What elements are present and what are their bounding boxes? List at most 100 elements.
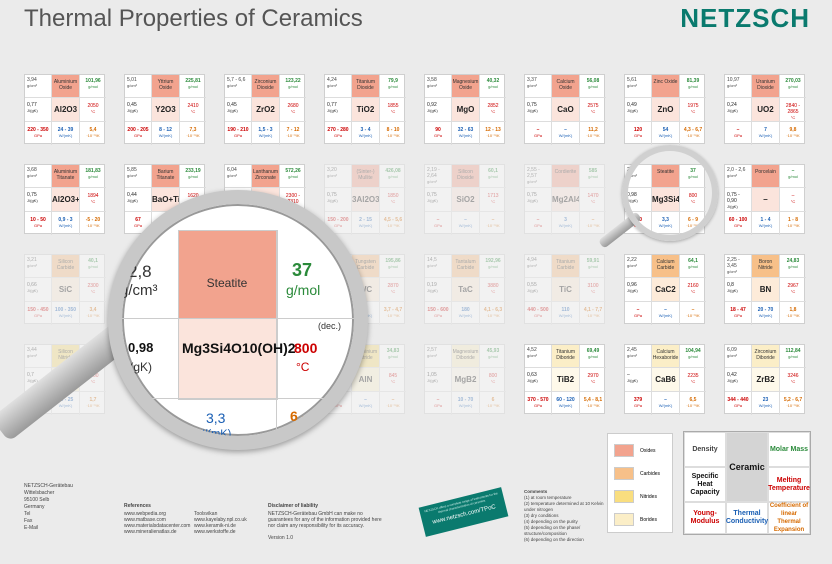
card-heat-capacity-unit: J/(gK) (727, 378, 738, 383)
card-young-modulus-value: 220 - 350 (27, 127, 49, 133)
card-molar-mass-unit: g/mol (388, 354, 398, 359)
card-name-value: Silicon Dioxide (457, 169, 474, 181)
card-thermal-expansion: 4,3 - 6,7·10⁻⁶/K (679, 122, 706, 145)
card-thermal-expansion-unit: ·10⁻⁶/K (686, 403, 700, 408)
card-thermal-conductivity-value: 100 - 350 (54, 307, 77, 313)
card-formula-value: TiO2 (356, 105, 375, 114)
card-young-modulus-value: 370 - 570 (527, 397, 549, 403)
card-young-modulus-unit: GPa (533, 403, 542, 408)
magnifier-lens: 2,8 g/cm³ Steatite 37 g/mol (dec.) 0,98 … (108, 190, 368, 450)
card-thermal-expansion-value: 4,5 - 5,6 (383, 217, 403, 223)
url-banner[interactable]: NETZSCH offers a complete range of instr… (418, 487, 509, 537)
card-thermal-conductivity-unit: W/(mK) (658, 133, 673, 138)
card-thermal-conductivity-unit: W/(mK) (358, 133, 373, 138)
card-thermal-conductivity-unit: W/(mK) (558, 313, 573, 318)
card-thermal-expansion-unit: ·10⁻⁶/K (386, 403, 400, 408)
card-molar-mass-unit: g/mol (188, 84, 198, 89)
card-name-value: Titanium Diboride (556, 349, 575, 361)
card-name-value: Boron Nitride (758, 259, 773, 271)
mag-density: 2,8 (128, 262, 152, 281)
card-thermal-expansion-value: 8 - 10 (386, 127, 400, 133)
card-melting-temp-value: – (791, 193, 795, 199)
key-center: Ceramic (726, 432, 768, 502)
card-name-value: Aluminium Oxide (53, 79, 78, 91)
card-formula-value: ZrO2 (256, 105, 275, 114)
card-molar-mass-value: 69,49 (586, 348, 600, 354)
card-thermal-expansion-value: 6,5 (689, 397, 697, 403)
card-density-unit: g/cm³ (627, 353, 637, 358)
card-formula: TiC (552, 278, 579, 302)
disclaimer-title: Disclaimer of liability (268, 503, 319, 509)
card-young-modulus-unit: GPa (733, 133, 742, 138)
address-line: E-Mail (24, 525, 39, 531)
card-density-unit: g/cm³ (327, 173, 337, 178)
card-formula-value: MgB2 (454, 375, 477, 384)
card-young-modulus-value: – (436, 217, 440, 223)
card-heat-capacity-value: 0,77 (27, 102, 37, 108)
card-heat-capacity-value: 0,19 (427, 282, 437, 288)
card-thermal-expansion-value: 3,4 (89, 307, 97, 313)
address-block: NETZSCH-Gerätebau Wittelsbacher 95100 Se… (24, 483, 73, 532)
card-thermal-conductivity-value: 180 (461, 307, 470, 313)
card-heat-capacity-unit: J/(gK) (27, 108, 38, 113)
card-name: Zirconium Dioxide (252, 75, 279, 98)
card-molar-mass-value: 56,08 (586, 78, 600, 84)
card-melting-temp-unit: °C (90, 379, 96, 384)
card-heat-capacity-unit: J/(gK) (127, 198, 138, 203)
card-name: Magnesium Oxide (452, 75, 479, 98)
card-young-modulus-value: 90 (435, 127, 441, 133)
card-melting-temp: 2970°C (579, 368, 606, 392)
card-thermal-conductivity-unit: W/(mK) (558, 403, 573, 408)
card-heat-capacity-value: 0,75 (527, 102, 537, 108)
card-molar-mass-unit: g/mol (588, 174, 598, 179)
card-name: Silicon Carbide (52, 255, 79, 278)
card-name: Aluminium Oxide (52, 75, 79, 98)
mag-temp: 800 (294, 340, 318, 356)
card-thermal-expansion: 1,8·10⁻⁶/K (779, 302, 806, 325)
property-key: Density Ceramic Molar Mass Specific Heat… (683, 431, 811, 535)
legend-item: Oxides (614, 444, 672, 457)
card-thermal-expansion-value: 1 - 8 (787, 217, 798, 223)
card-molar-mass-value: 101,96 (85, 78, 101, 84)
card-molar-mass-value: 79,9 (388, 78, 398, 84)
card-melting-temp: 1850°C (379, 188, 406, 212)
comment-item: (3) dry conditions (524, 513, 559, 518)
card-heat-capacity-unit: J/(gK) (327, 108, 338, 113)
card-name: Calcium Carbide (652, 255, 679, 278)
card-molar-mass-value: 104,94 (685, 348, 701, 354)
card-thermal-conductivity-unit: W/(mK) (658, 313, 673, 318)
card-thermal-expansion: 4,1 - 7,7·10⁻⁶/K (579, 302, 606, 325)
card-melting-temp-value: 1620 (187, 193, 199, 199)
card-melting-temp-unit: °C (590, 289, 596, 294)
